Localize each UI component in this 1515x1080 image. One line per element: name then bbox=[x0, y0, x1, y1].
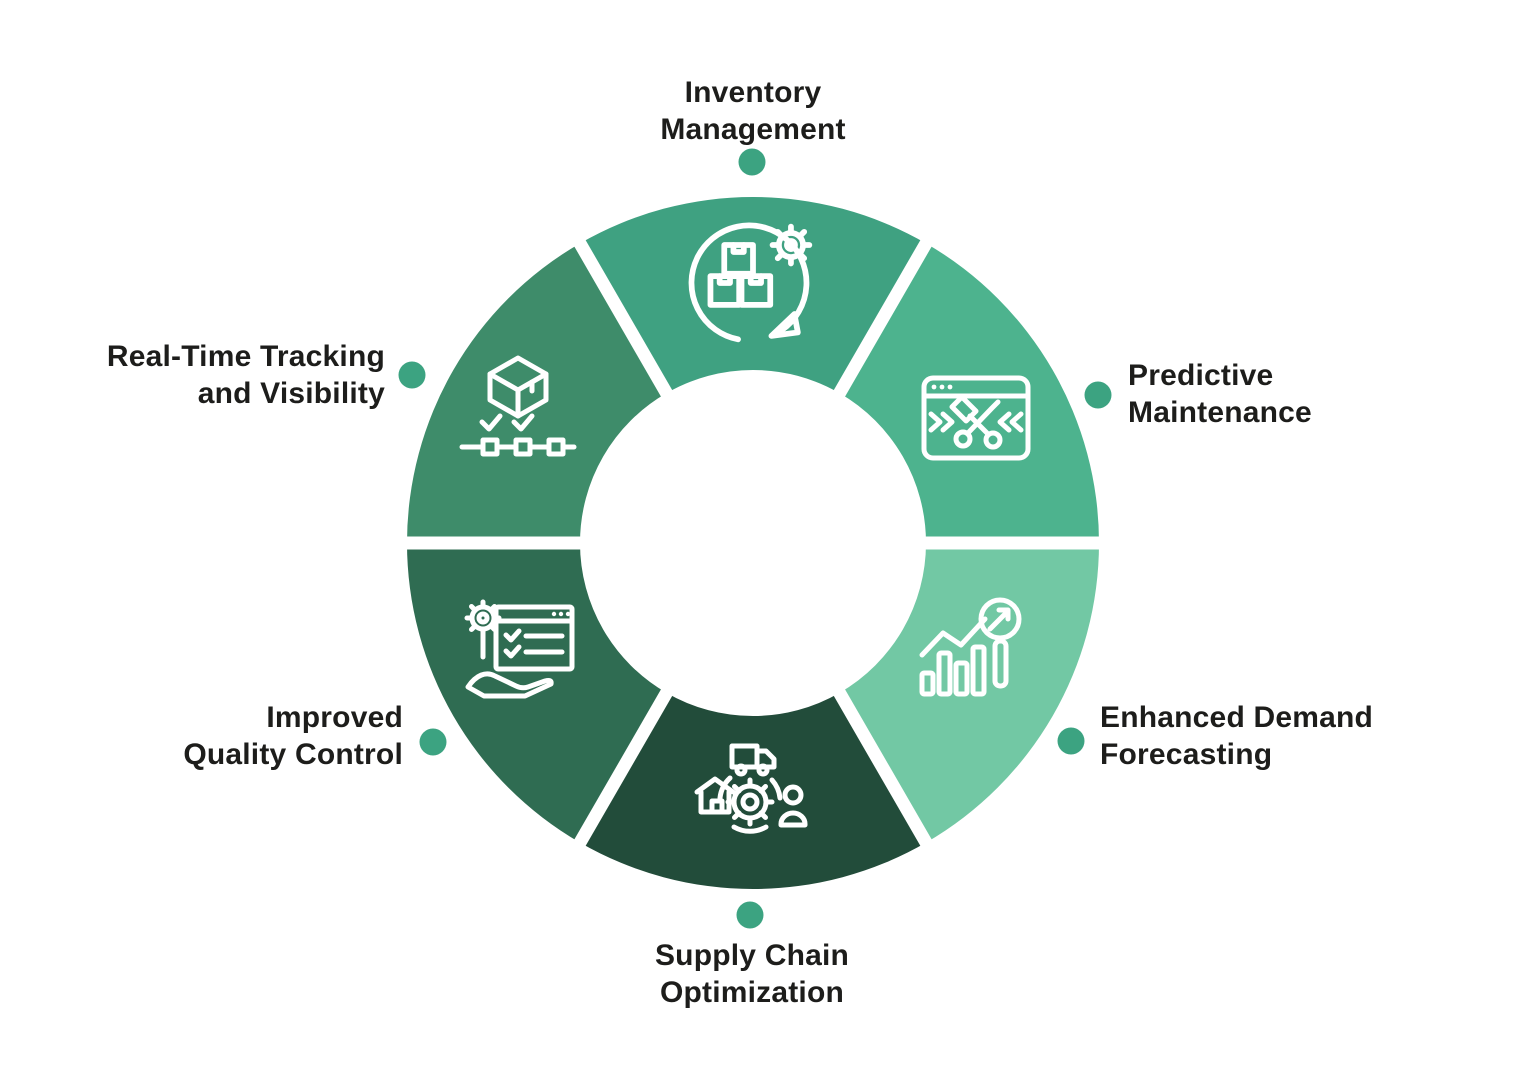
inventory-management-icon bbox=[688, 222, 813, 343]
segment-predictive-maintenance bbox=[839, 243, 1099, 543]
label-demand-forecasting: Enhanced Demand Forecasting bbox=[1100, 701, 1374, 772]
segment-inventory-management bbox=[580, 196, 926, 394]
quality-control-icon bbox=[464, 599, 575, 699]
segment-supply-chain bbox=[580, 692, 926, 889]
predictive-maintenance-icon bbox=[921, 375, 1031, 461]
demand-forecasting-icon bbox=[919, 597, 1022, 697]
connector-dot bbox=[1057, 727, 1085, 755]
segment-separator bbox=[821, 219, 944, 419]
segment-separator bbox=[821, 667, 944, 867]
supply-chain-icon bbox=[694, 743, 808, 834]
connector-dot bbox=[1084, 381, 1112, 409]
connector-dot bbox=[736, 901, 764, 929]
connector-dot bbox=[738, 148, 766, 176]
label-supply-chain: Supply Chain Optimization bbox=[654, 939, 850, 1010]
segment-separator bbox=[562, 219, 685, 419]
segment-separators bbox=[383, 219, 1123, 867]
tracking-visibility-icon bbox=[459, 355, 577, 457]
connector-dot bbox=[419, 728, 447, 756]
segment-tracking-visibility bbox=[407, 243, 667, 543]
connector-dots bbox=[398, 148, 1112, 929]
label-inventory-management: Inventory Management bbox=[660, 76, 846, 147]
segment-separator bbox=[562, 667, 685, 867]
label-quality-control: Improved Quality Control bbox=[183, 701, 403, 772]
label-tracking-visibility: Real-Time Tracking and Visibility bbox=[106, 340, 385, 411]
label-predictive-maintenance: Predictive Maintenance bbox=[1128, 359, 1312, 430]
connector-dot bbox=[398, 361, 426, 389]
